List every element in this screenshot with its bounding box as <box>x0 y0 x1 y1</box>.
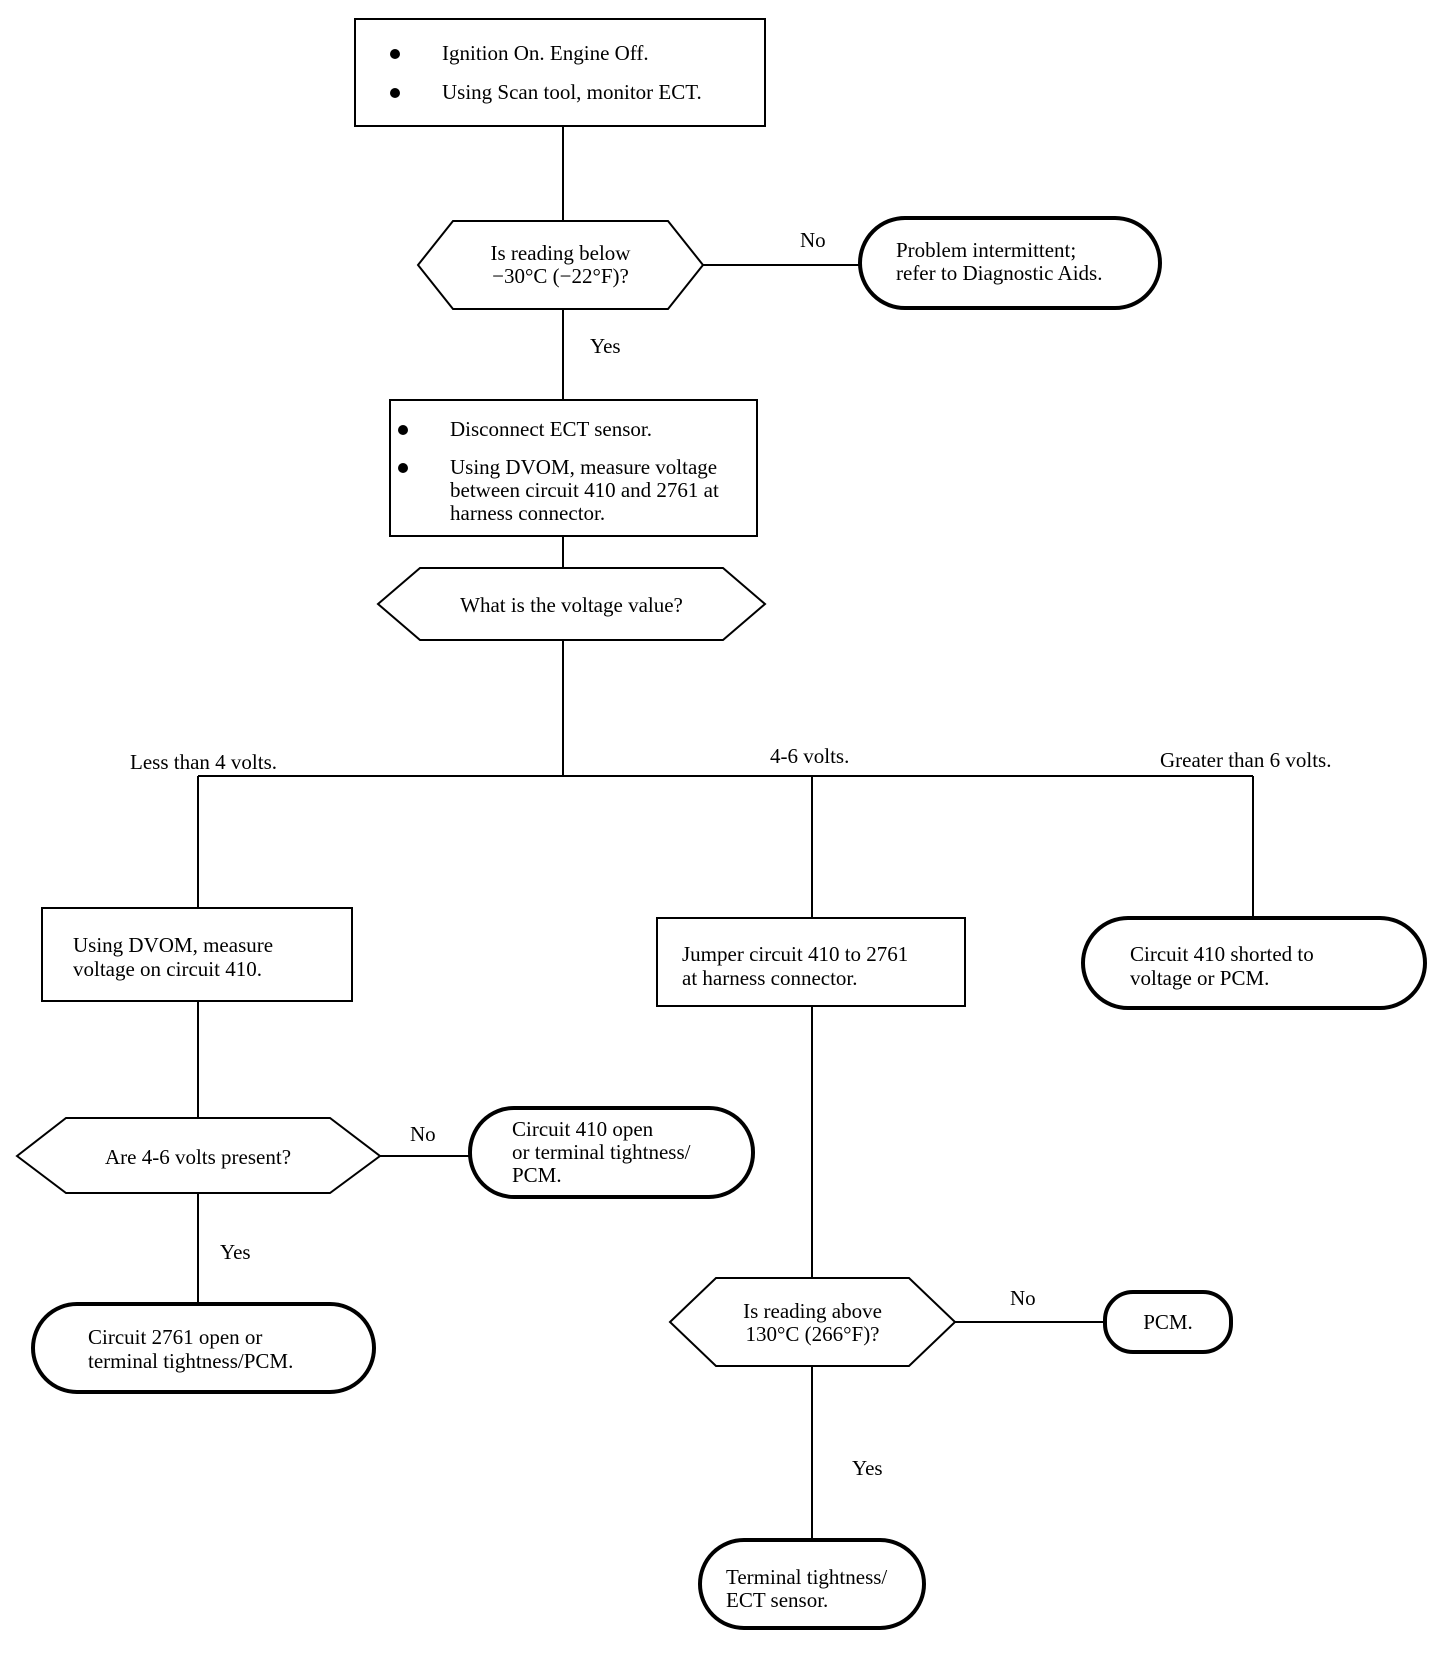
end-terminal-shape <box>698 1538 926 1630</box>
decision-present-yes-label: Yes <box>220 1240 251 1264</box>
end-pcm-shape <box>1103 1290 1233 1354</box>
decision-volts-present: Are 4-6 volts present? <box>104 1145 292 1169</box>
start-item-1: Ignition On. Engine Off. <box>390 41 750 65</box>
decision-above-no-label: No <box>1010 1286 1036 1310</box>
bullet-icon <box>398 425 408 435</box>
decision-present-no-label: No <box>410 1122 436 1146</box>
decision-present-shape <box>15 1117 382 1194</box>
branch-label-less: Less than 4 volts. <box>130 750 277 774</box>
measure-410-box-shape <box>41 907 353 1002</box>
decision1-shape <box>416 220 705 310</box>
decision-above-yes-label: Yes <box>852 1456 883 1480</box>
disconnect-item-1: Disconnect ECT sensor. <box>398 417 748 441</box>
decision1-yes-label: Yes <box>590 334 621 358</box>
end-2761-open-shape <box>31 1302 376 1394</box>
start-box-shape <box>354 18 766 127</box>
bullet-icon <box>398 463 408 473</box>
end-intermittent-shape <box>858 216 1162 310</box>
decision-voltage-value: What is the voltage value? <box>460 593 683 617</box>
decision-above-shape <box>668 1277 957 1367</box>
jumper-box-shape <box>656 917 966 1007</box>
end-410-open-shape <box>468 1106 755 1199</box>
branch-label-greater: Greater than 6 volts. <box>1160 748 1332 772</box>
decision-voltage-shape <box>376 567 767 641</box>
bullet-icon <box>390 88 400 98</box>
branch-label-mid: 4-6 volts. <box>770 744 850 768</box>
decision1-no-label: No <box>800 228 826 252</box>
bullet-icon <box>390 49 400 59</box>
disconnect-item-2: Using DVOM, measure voltage <box>398 455 748 479</box>
disconnect-box-shape <box>389 399 758 537</box>
end-pcm: PCM. <box>1143 1310 1193 1334</box>
end-shorted-shape <box>1081 916 1427 1010</box>
start-item-2: Using Scan tool, monitor ECT. <box>390 80 750 104</box>
